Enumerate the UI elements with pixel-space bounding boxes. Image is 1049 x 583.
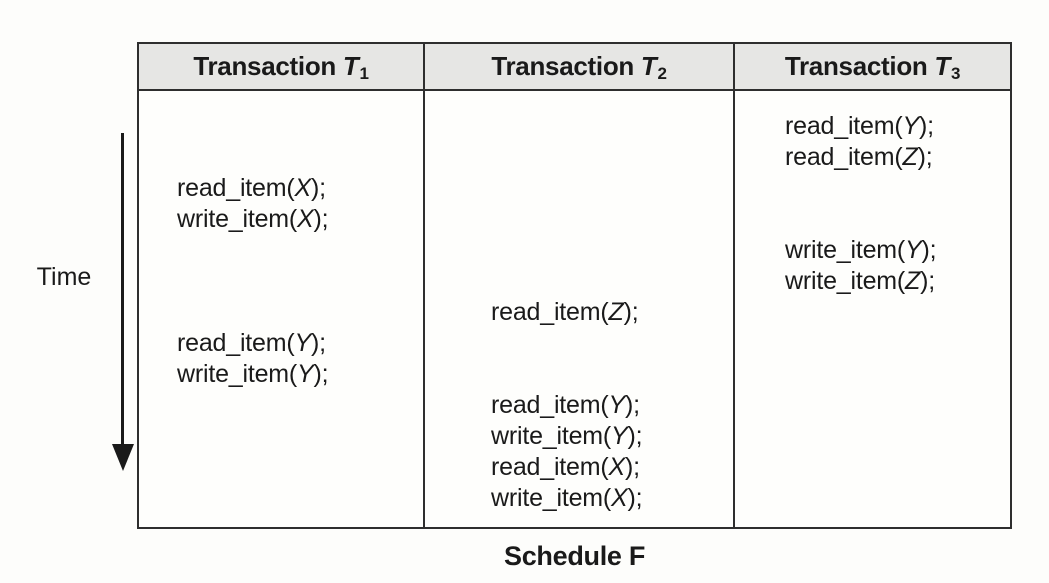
- operation-variable: Y: [608, 391, 626, 419]
- transaction-symbol: T: [640, 51, 657, 81]
- operation: write_item(Z);: [785, 266, 935, 297]
- header-label: Transaction: [491, 51, 641, 81]
- column-transaction-t1: read_item(X);write_item(X);read_item(Y);…: [139, 91, 423, 529]
- column-transaction-t3: read_item(Y);read_item(Z);write_item(Y);…: [733, 91, 1010, 529]
- operation-terminator: );: [310, 174, 326, 202]
- operation: write_item(Y);: [491, 421, 643, 452]
- operation-variable: X: [294, 174, 312, 202]
- operation-name: read_item(: [177, 329, 295, 357]
- transaction-symbol: T: [342, 51, 359, 81]
- operation: read_item(Y);: [785, 111, 934, 142]
- operation: read_item(Z);: [491, 297, 639, 328]
- operation: write_item(Y);: [177, 359, 329, 390]
- operation-name: read_item(: [177, 174, 295, 202]
- operation-name: write_item(: [785, 236, 906, 264]
- column-transaction-t2: read_item(Z);read_item(Y);write_item(Y);…: [423, 91, 733, 529]
- operation-terminator: );: [918, 112, 934, 140]
- header-label: Transaction: [193, 51, 343, 81]
- operation-terminator: );: [623, 298, 639, 326]
- time-arrow-line: [121, 133, 124, 446]
- operation-terminator: );: [310, 329, 326, 357]
- operation-terminator: );: [920, 267, 935, 295]
- operation-terminator: );: [624, 453, 640, 481]
- operation-terminator: );: [921, 236, 937, 264]
- operation-name: write_item(: [491, 484, 612, 512]
- operation-variable: X: [608, 453, 626, 481]
- operation-terminator: );: [313, 360, 329, 388]
- operation-variable: Z: [608, 298, 624, 326]
- transaction-subscript: 3: [951, 63, 961, 83]
- operation-terminator: );: [624, 391, 640, 419]
- operation: read_item(X);: [177, 173, 326, 204]
- operation-name: write_item(: [785, 267, 906, 295]
- operation-variable: Y: [905, 236, 922, 264]
- operation-name: read_item(: [491, 298, 609, 326]
- operation-name: read_item(: [491, 453, 609, 481]
- table-body: read_item(X);write_item(X);read_item(Y);…: [139, 91, 1010, 529]
- operation: read_item(Y);: [177, 328, 326, 359]
- operation-terminator: );: [917, 143, 933, 171]
- operation-name: read_item(: [785, 143, 903, 171]
- operation-variable: X: [297, 205, 314, 233]
- operation-variable: Z: [902, 143, 918, 171]
- transaction-symbol: T: [934, 51, 950, 81]
- operation-terminator: );: [627, 422, 643, 450]
- operation: write_item(X);: [177, 204, 329, 235]
- operation: write_item(Y);: [785, 235, 937, 266]
- header-label: Transaction: [784, 51, 935, 81]
- operation: read_item(Y);: [491, 390, 640, 421]
- operation-variable: Y: [611, 422, 628, 450]
- operation: read_item(X);: [491, 452, 640, 483]
- operation-variable: Z: [905, 267, 921, 295]
- transaction-subscript: 2: [657, 63, 667, 83]
- operation-variable: Y: [294, 329, 312, 357]
- operation-terminator: );: [313, 205, 329, 233]
- operation-variable: Y: [902, 112, 920, 140]
- down-arrow-icon: [111, 444, 134, 471]
- operation-name: write_item(: [491, 422, 612, 450]
- transaction-subscript: 1: [359, 63, 369, 83]
- operation-variable: X: [611, 484, 628, 512]
- operation-name: write_item(: [177, 205, 298, 233]
- operation: read_item(Z);: [785, 142, 933, 173]
- operation-name: read_item(: [785, 112, 903, 140]
- operation-name: read_item(: [491, 391, 609, 419]
- operation-name: write_item(: [177, 360, 298, 388]
- operation-variable: Y: [297, 360, 314, 388]
- figure-caption: Schedule F: [503, 541, 646, 571]
- operation: write_item(X);: [491, 483, 643, 514]
- time-axis-label: Time: [36, 263, 92, 291]
- operation-terminator: );: [627, 484, 643, 512]
